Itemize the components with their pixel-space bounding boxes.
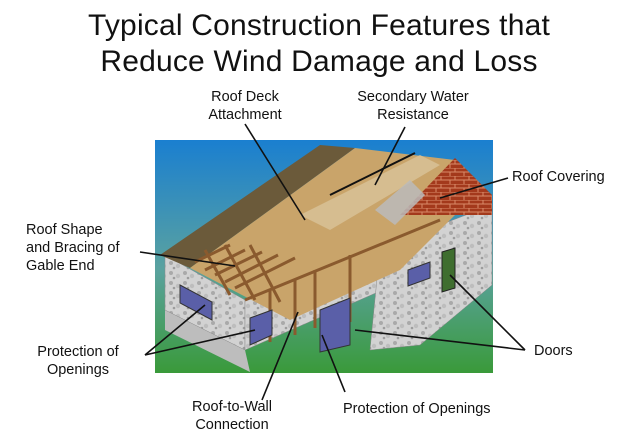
right-window xyxy=(407,261,431,287)
label-roof-to-wall-line2: Connection xyxy=(195,417,269,433)
left-window xyxy=(179,284,213,321)
label-roof-shape-line1: Roof Shape xyxy=(26,222,103,238)
roof-shingles xyxy=(160,145,355,268)
label-protection-openings-left-line1: Protection of xyxy=(37,344,119,360)
front-window-left xyxy=(249,309,273,346)
label-roof-deck-line2: Attachment xyxy=(208,107,282,123)
water-membrane xyxy=(300,155,440,230)
label-secondary-water-line1: Secondary Water xyxy=(357,89,469,105)
label-roof-deck-line1: Roof Deck xyxy=(211,89,279,105)
label-doors: Doors xyxy=(534,343,573,359)
label-secondary-water-line2: Resistance xyxy=(377,107,449,123)
label-roof-shape-line2: and Bracing of xyxy=(26,240,120,256)
label-protection-openings-bottom: Protection of Openings xyxy=(343,401,491,417)
damaged-area xyxy=(375,180,425,225)
label-roof-shape-line3: Gable End xyxy=(26,258,95,274)
label-secondary-water: Secondary Water Resistance xyxy=(348,88,478,124)
label-roof-to-wall-line1: Roof-to-Wall xyxy=(191,399,273,415)
roof-trusses xyxy=(194,243,296,303)
label-protection-openings-left: Protection of Openings xyxy=(18,343,138,379)
title-line-2: Reduce Wind Damage and Loss xyxy=(100,45,538,78)
brick-gable xyxy=(400,158,492,215)
leader-lines xyxy=(139,123,526,401)
side-door xyxy=(441,247,456,293)
label-roof-deck: Roof Deck Attachment xyxy=(195,88,295,124)
front-window-right xyxy=(319,297,351,353)
label-roof-covering: Roof Covering xyxy=(512,169,605,185)
label-roof-to-wall: Roof-to-Wall Connection xyxy=(182,398,282,434)
floor-slab xyxy=(165,305,250,372)
label-protection-openings-left-line2: Openings xyxy=(46,362,110,378)
label-roof-shape: Roof Shape and Bracing of Gable End xyxy=(26,221,120,275)
title-line-1: Typical Construction Features that xyxy=(87,9,550,42)
